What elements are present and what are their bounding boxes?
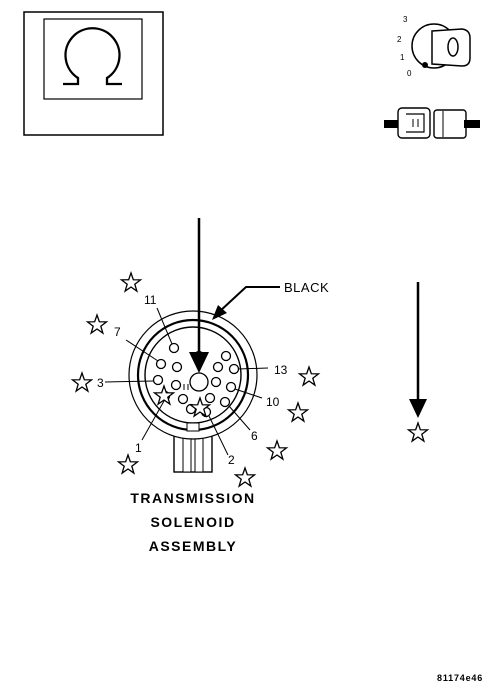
pin-labels: 11 7 3 1 13 10 6 2 (97, 293, 288, 467)
title-line-3: ASSEMBLY (149, 538, 238, 554)
pin-label-7: 7 (114, 325, 121, 339)
star-probe-icon (266, 440, 288, 460)
figure-code: 81174e46 (437, 673, 483, 683)
ignition-key-icon: 3 2 1 0 (397, 15, 471, 78)
connector-title: TRANSMISSION SOLENOID ASSEMBLY (130, 490, 255, 554)
pin-label-10: 10 (266, 395, 280, 409)
star-probe-icon (298, 366, 320, 386)
pin-label-13: 13 (274, 363, 288, 377)
color-callout: BLACK (212, 280, 329, 320)
key-position-2: 2 (397, 35, 402, 44)
pin-label-1: 1 (135, 441, 142, 455)
pin-label-11: 11 (144, 293, 157, 307)
key-position-1: 1 (400, 53, 405, 62)
star-probe-icon (287, 402, 309, 422)
star-probe-icon (234, 467, 256, 487)
pin-label-3: 3 (97, 376, 104, 390)
key-position-0: 0 (407, 69, 412, 78)
probe-arrow-right (407, 282, 429, 442)
key-position-3: 3 (403, 15, 408, 24)
star-probe-icon (71, 372, 93, 392)
probe-arrow-main (189, 218, 209, 373)
connector-disconnect-icon (384, 107, 480, 139)
star-probe-icon (86, 314, 108, 334)
pin-label-6: 6 (251, 429, 258, 443)
ohm-symbol-icon (63, 27, 122, 86)
star-probe-icon (117, 454, 139, 474)
star-probe-icon (407, 422, 429, 442)
pin-leaders (104, 307, 269, 456)
title-line-2: SOLENOID (150, 514, 235, 530)
connector-color-label: BLACK (284, 280, 329, 295)
pin-label-2: 2 (228, 453, 235, 467)
title-line-1: TRANSMISSION (130, 490, 255, 506)
ohmmeter-icon (23, 11, 164, 136)
star-probe-icon (120, 272, 142, 292)
solenoid-connector (128, 310, 258, 473)
